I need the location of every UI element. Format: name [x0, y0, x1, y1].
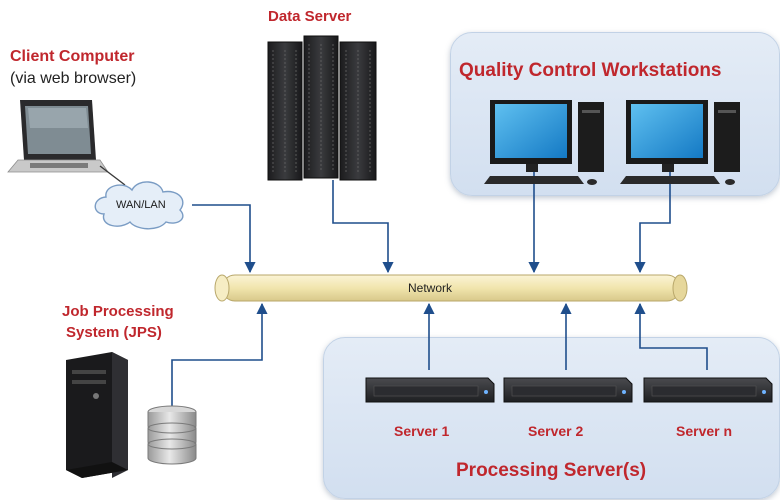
workstation-icon — [620, 100, 740, 185]
qc2-connector — [634, 172, 671, 274]
database-icon — [147, 405, 197, 465]
server-rack-icon — [267, 35, 377, 181]
network-bus — [214, 274, 688, 302]
data-server-label: Data Server — [268, 8, 352, 25]
rack-server-icon — [503, 377, 633, 403]
servern-connector — [634, 302, 708, 370]
wan-lan-label: WAN/LAN — [116, 199, 166, 211]
jps-connector — [171, 302, 268, 410]
client-computer-sublabel: (via web browser) — [10, 70, 137, 87]
jps-label-line2: System (JPS) — [66, 324, 162, 341]
data-server-connector — [332, 180, 394, 274]
workstation-icon — [484, 100, 604, 185]
rack-server-icon — [365, 377, 495, 403]
processing-servers-panel — [323, 337, 780, 499]
wan-connector — [192, 204, 256, 274]
rack-server-icon — [643, 377, 773, 403]
server-label: Server 1 — [394, 423, 450, 439]
cloud-icon — [94, 181, 184, 230]
server-label: Server n — [676, 423, 733, 439]
quality-control-title: Quality Control Workstations — [459, 60, 722, 81]
connectors — [171, 172, 708, 410]
network-label: Network — [408, 281, 453, 295]
processing-servers-title: Processing Server(s) — [456, 460, 647, 481]
client-computer-label: Client Computer — [10, 48, 135, 65]
jps-label-line1: Job Processing — [62, 303, 174, 320]
tower-pc-icon — [66, 352, 128, 478]
server-label: Server 2 — [528, 423, 584, 439]
laptop-icon — [7, 100, 126, 186]
